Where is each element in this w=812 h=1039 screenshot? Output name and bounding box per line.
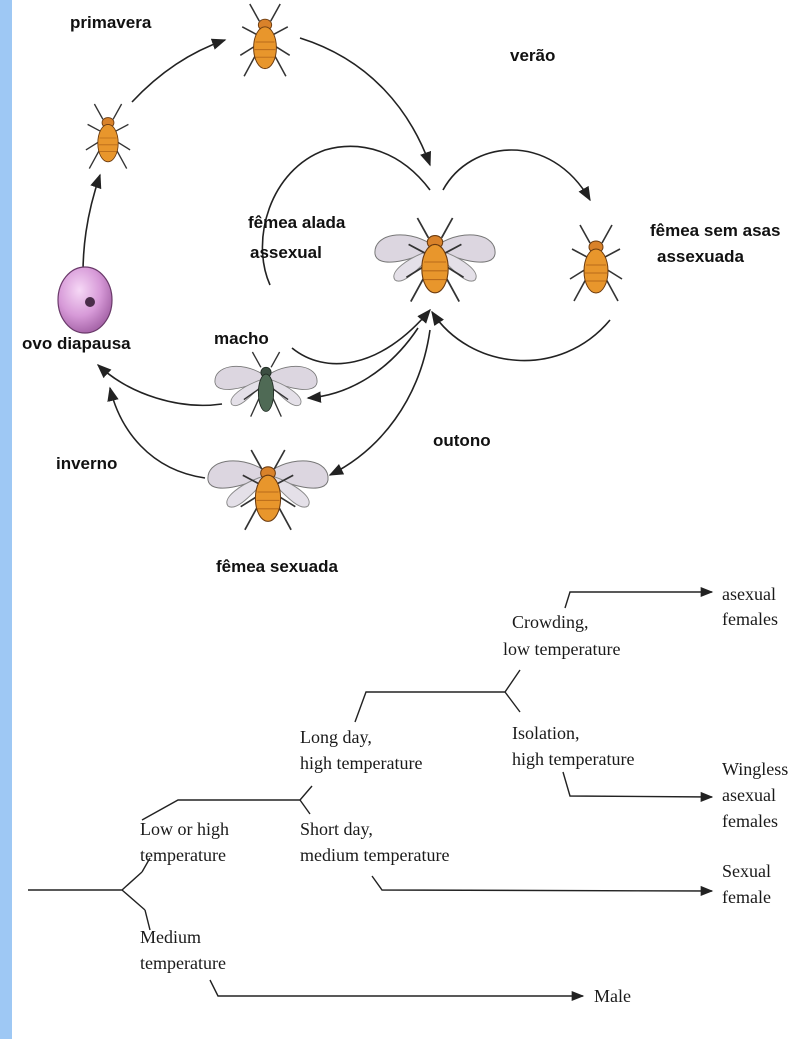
arrow-crowding-out bbox=[565, 592, 712, 608]
season-spring: primavera bbox=[70, 12, 151, 33]
medium-label-2: temperature bbox=[140, 952, 226, 974]
out-sexual-label-2: female bbox=[722, 886, 771, 908]
out-wingless-label-3: females bbox=[722, 810, 778, 832]
arrow-short-day-out bbox=[372, 876, 712, 891]
crowding-label-2: low temperature bbox=[503, 638, 620, 660]
branch-low-high bbox=[142, 786, 312, 820]
arrow-wingless-to-winged bbox=[432, 312, 610, 361]
arrow-spring-to-winged bbox=[300, 38, 430, 165]
male-aphid-icon bbox=[215, 352, 317, 417]
winged-asexual-label-2: assexual bbox=[250, 242, 322, 263]
winged-asexual-label-1: fêmea alada bbox=[248, 212, 345, 233]
out-male-label: Male bbox=[594, 985, 631, 1007]
crowding-label-1: Crowding, bbox=[512, 611, 589, 633]
branch-long-short bbox=[300, 800, 310, 814]
arrow-medium-out bbox=[210, 980, 583, 996]
spring-aphid-icon bbox=[240, 4, 289, 76]
out-asexual-label-1: asexual bbox=[722, 583, 776, 605]
season-winter: inverno bbox=[56, 453, 117, 474]
season-autumn: outono bbox=[433, 430, 491, 451]
low-high-label-2: temperature bbox=[140, 844, 226, 866]
arrow-sexual-female-to-egg bbox=[110, 388, 205, 478]
short-day-label-2: medium temperature bbox=[300, 844, 449, 866]
branch-isolation bbox=[505, 692, 520, 712]
short-day-label-1: Short day, bbox=[300, 818, 373, 840]
sexual-female-icon bbox=[208, 450, 328, 530]
diapause-egg-icon bbox=[58, 267, 112, 333]
season-summer: verão bbox=[510, 45, 555, 66]
diapause-egg-label: ovo diapausa bbox=[22, 333, 131, 354]
winged-asexual-female-icon bbox=[375, 218, 495, 302]
low-high-label-1: Low or high bbox=[140, 818, 229, 840]
tree-root-line bbox=[28, 872, 145, 910]
isolation-label-2: high temperature bbox=[512, 748, 634, 770]
out-sexual-label-1: Sexual bbox=[722, 860, 771, 882]
male-label: macho bbox=[214, 328, 269, 349]
arrow-male-to-egg bbox=[98, 365, 222, 405]
arrow-isolation-out bbox=[563, 772, 712, 797]
nymph-spring-icon bbox=[86, 104, 130, 169]
out-asexual-label-2: females bbox=[722, 608, 778, 630]
wingless-asexual-label-2: assexuada bbox=[657, 246, 744, 267]
long-day-label-2: high temperature bbox=[300, 752, 422, 774]
medium-label-1: Medium bbox=[140, 926, 201, 948]
wingless-asexual-label-1: fêmea sem asas bbox=[650, 220, 780, 241]
sexual-female-label: fêmea sexuada bbox=[216, 556, 338, 577]
wingless-asexual-female-icon bbox=[570, 225, 622, 301]
out-wingless-label-2: asexual bbox=[722, 784, 776, 806]
branch-long-day bbox=[355, 670, 520, 722]
long-day-label-1: Long day, bbox=[300, 726, 372, 748]
arrow-summer-to-wingless bbox=[443, 150, 590, 200]
out-wingless-label-1: Wingless bbox=[722, 758, 788, 780]
isolation-label-1: Isolation, bbox=[512, 722, 580, 744]
loop-left-bottom bbox=[292, 310, 430, 364]
arrow-nymph-to-spring bbox=[132, 40, 225, 102]
